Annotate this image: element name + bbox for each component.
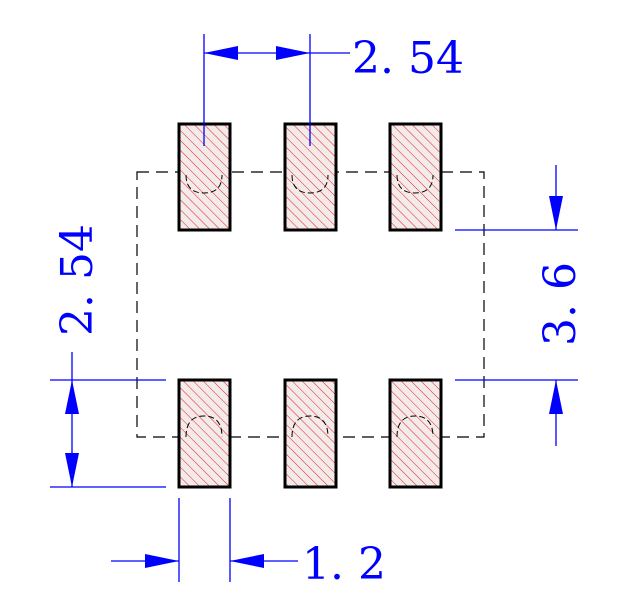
dimension-pad-width-bottom — [111, 498, 298, 582]
pad-row-bottom — [177, 378, 443, 489]
dimension-pitch-top — [203, 34, 350, 146]
arrow-left — [230, 554, 264, 568]
arrow-up — [549, 380, 563, 414]
lead-top-3 — [396, 174, 434, 194]
lead-bottom-1 — [185, 415, 223, 438]
lead-outlines-bottom — [185, 415, 434, 438]
lead-outlines-top — [185, 174, 434, 194]
arrow-up — [65, 380, 79, 414]
dimension-label-pitch-left: 2. 54 — [52, 224, 103, 336]
lead-top-2 — [291, 174, 329, 194]
lead-top-1 — [185, 174, 223, 194]
dimension-pitch-left — [50, 352, 166, 488]
arrow-down — [65, 453, 79, 487]
dimension-label-pitch-top: 2. 54 — [352, 33, 464, 84]
dimension-label-pad-width: 1. 2 — [302, 539, 386, 590]
arrow-left — [204, 46, 238, 60]
arrow-right — [145, 554, 179, 568]
lead-bottom-2 — [291, 415, 329, 438]
dimension-row-gap-right — [455, 165, 578, 446]
arrow-right — [276, 46, 310, 60]
dimension-label-row-gap: 3. 6 — [535, 262, 586, 346]
arrow-down — [549, 196, 563, 230]
lead-bottom-3 — [396, 415, 434, 438]
